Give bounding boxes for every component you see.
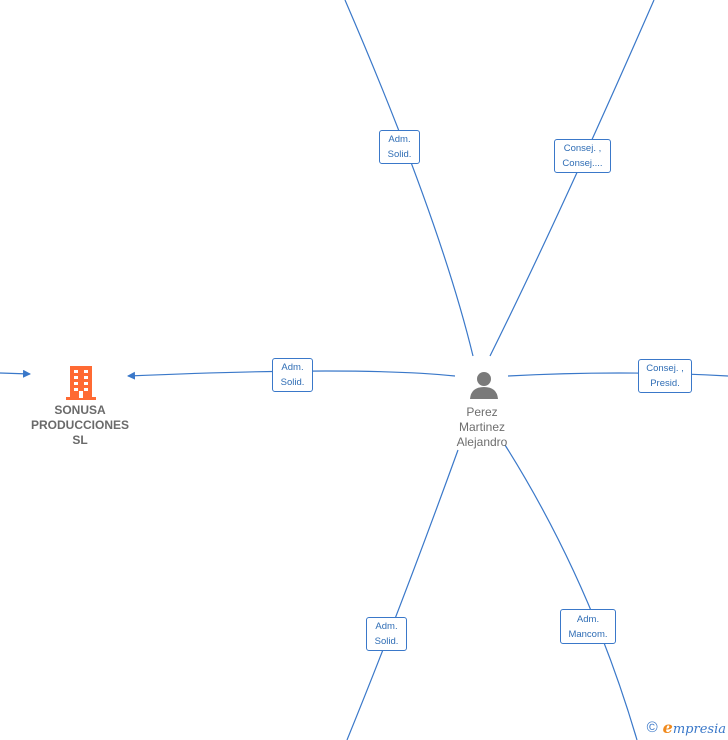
person-icon[interactable]	[469, 371, 499, 399]
edge-line-right	[507, 372, 728, 377]
edge-label-line: Mancom.	[568, 628, 608, 640]
person-name-line-1: Perez	[466, 405, 498, 419]
edge-label-line: Presid.	[650, 378, 680, 389]
empresia-logo: empresia	[663, 718, 726, 737]
brand-rest: mpresia	[672, 722, 726, 737]
edge-line-top-left	[344, 0, 474, 357]
edge-label-line: Adm.	[281, 362, 304, 373]
copyright-symbol: ©	[646, 719, 658, 736]
edge-label-bottom-left[interactable]: Adm. Solid.	[366, 617, 407, 651]
watermark: © empresia	[647, 718, 726, 737]
edge-label-line: Adm.	[576, 613, 600, 625]
brand-initial: e	[662, 718, 673, 737]
building-icon[interactable]	[66, 364, 96, 400]
person-node-label[interactable]: Perez Martinez Alejandro	[432, 405, 532, 450]
company-node-label[interactable]: SONUSA PRODUCCIONES SL	[20, 403, 140, 448]
person-name-line-2: Martinez	[458, 420, 505, 434]
edge-label-to-company[interactable]: Adm. Solid.	[272, 358, 313, 392]
edge-label-top-right[interactable]: Consej. , Consej....	[554, 139, 611, 173]
edge-line-bottom-left	[346, 449, 459, 740]
person-name-line-3: Alejandro	[456, 435, 508, 449]
edge-line-top-right	[489, 0, 655, 357]
edge-label-line: Consej. ,	[563, 143, 602, 154]
edge-line-incoming-left	[0, 369, 31, 378]
company-name-line-3: SL	[72, 433, 88, 447]
edge-line-bottom-right	[504, 444, 638, 740]
edge-line-to-company	[127, 370, 456, 380]
edge-label-line: Solid.	[374, 636, 399, 647]
edge-label-line: Solid.	[280, 377, 305, 388]
company-name-line-1: SONUSA	[54, 403, 106, 417]
edge-label-line: Consej....	[562, 158, 603, 169]
edge-label-right[interactable]: Consej. , Presid.	[638, 359, 692, 393]
edge-label-top-left[interactable]: Adm. Solid.	[379, 130, 420, 164]
edge-label-line: Adm.	[375, 621, 398, 632]
company-name-line-2: PRODUCCIONES	[30, 418, 129, 432]
edge-label-line: Consej. ,	[646, 363, 684, 374]
edge-label-bottom-right[interactable]: Adm. Mancom.	[560, 609, 616, 644]
edge-label-line: Adm.	[388, 134, 411, 145]
edge-label-line: Solid.	[387, 149, 412, 160]
